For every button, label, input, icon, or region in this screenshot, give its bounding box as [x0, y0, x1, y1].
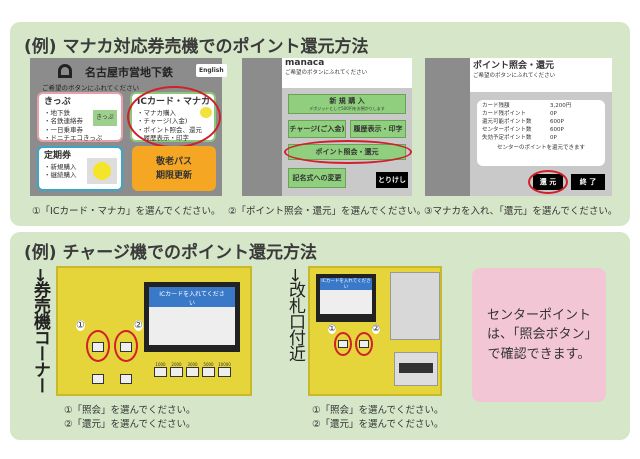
highlight-ring — [114, 330, 138, 362]
step-number: ② — [372, 324, 381, 334]
machine-screen: ICカードを入れてください — [316, 274, 376, 322]
highlight-ring — [86, 330, 110, 362]
teiki-title: 定期券 — [44, 151, 72, 161]
machine1-photo: ICカードを入れてください ① ② 1000 2000 3000 5000 10… — [56, 266, 252, 396]
label: 新 規 購 入 — [329, 97, 365, 105]
subway-logo — [58, 64, 72, 78]
screen-header: manaca ご希望のボタンにふれてください — [282, 58, 412, 88]
note-text: センターポイントは、「照会ボタン」で確認できます。 — [486, 307, 591, 362]
kippu-item: ・地下鉄 — [44, 108, 70, 117]
card-slot — [390, 272, 440, 340]
info-row: カード残ポイント 0P — [482, 111, 600, 119]
info-row: 還元可能ポイント数 600P — [482, 119, 600, 127]
amount-key[interactable]: 2000 — [170, 362, 183, 377]
key[interactable] — [120, 374, 132, 384]
machine1-location-label: →券売機コーナー — [30, 268, 50, 394]
step-number: ① — [76, 320, 85, 331]
row-label: カード残額 — [482, 103, 510, 109]
amount-keys: 1000 2000 3000 5000 10000 — [154, 362, 231, 377]
step-number: ② — [134, 320, 143, 331]
amount-key[interactable]: 1000 — [154, 362, 167, 377]
teiki-button[interactable]: 定期券 ・新規購入 ・継続購入 — [37, 146, 123, 191]
prompt: ご希望のボタンにふれてください — [42, 84, 140, 92]
row-label: カード残ポイント — [482, 110, 527, 117]
info-message: センターのポイントを還元できます — [496, 144, 585, 151]
kippu-item: ・一日乗車券 — [44, 125, 83, 134]
info-row: 失効予定ポイント数 0P — [482, 135, 600, 143]
row-value: 600P — [550, 118, 564, 125]
highlight-ring — [127, 86, 221, 148]
caption-2: ②「ポイント照会・還元」を選んでください。 — [228, 206, 427, 217]
card-icon — [87, 158, 117, 184]
kippu-title: きっぷ — [44, 97, 71, 107]
history-button[interactable]: 履歴表示・印字 — [350, 120, 406, 138]
row-value: 0P — [550, 110, 557, 117]
machine2-location-label: →改札口付近 — [285, 268, 305, 362]
kippu-item: ・ドニチエコきっぷ — [44, 134, 103, 142]
registered-button[interactable]: 記名式への変更 — [288, 168, 346, 188]
section-title: (例) マナカ対応券売機でのポイント還元方法 — [24, 37, 369, 57]
row-value: 0P — [550, 134, 557, 141]
row-label: 還元可能ポイント数 — [482, 118, 532, 125]
key[interactable] — [92, 374, 104, 384]
keiro-line: 期限更新 — [155, 171, 192, 182]
highlight-ring — [528, 170, 568, 194]
row-label: 失効予定ポイント数 — [482, 134, 532, 141]
keiro-pass-button[interactable]: 敬老パス 期限更新 — [132, 146, 216, 191]
caption-1: ①「ICカード・マナカ」を選んでください。 — [32, 206, 221, 217]
caption-3: ③マナカを入れ、「還元」を選んでください。 — [424, 206, 618, 217]
kippu-button[interactable]: きっぷ ・地下鉄 ・名鉄連絡券 ・一日乗車券 ・ドニチエコきっぷ きっぷ — [37, 92, 123, 142]
end-button[interactable]: 終 了 — [571, 174, 605, 190]
manaca-logo: manaca — [285, 58, 325, 68]
machine-screen: ICカードを入れてください — [144, 282, 240, 352]
screen-3: ポイント照会・還元 ご希望のボタンにふれてください カード残額 3,200円 カー… — [425, 58, 612, 196]
center-point-note: センターポイントは、「照会ボタン」で確認できます。 — [472, 268, 606, 402]
teiki-item: ・継続購入 — [44, 171, 77, 180]
amount-key[interactable]: 3000 — [186, 362, 199, 377]
note: デポジットとして500円をお預かりします — [309, 106, 385, 111]
new-purchase-button[interactable]: 新 規 購 入 デポジットとして500円をお預かりします — [288, 94, 406, 114]
kippu-item: ・名鉄連絡券 — [44, 117, 83, 126]
kippu-image: きっぷ — [93, 110, 117, 126]
operator-name: 名古屋市営地下鉄 — [85, 66, 173, 79]
prompt: ご希望のボタンにふれてください — [473, 73, 556, 79]
machine2-photo: ICカードを入れてください ① ② — [308, 266, 442, 396]
screen-message: ICカードを入れてください — [320, 278, 372, 290]
teiki-item: ・新規購入 — [44, 162, 77, 171]
row-value: 3,200円 — [550, 103, 572, 109]
amount-key[interactable]: 5000 — [202, 362, 215, 377]
screen-message: ICカードを入れてください — [149, 287, 235, 307]
screen-2: manaca ご希望のボタンにふれてください 新 規 購 入 デポジットとして5… — [242, 58, 412, 196]
machine2-caption: ②「還元」を選んでください。 — [312, 419, 444, 430]
prompt: ご希望のボタンにふれてください — [285, 70, 368, 76]
info-row: カード残額 3,200円 — [482, 103, 600, 111]
screen-1: 名古屋市営地下鉄 English ご希望のボタンにふれてください きっぷ ・地下… — [30, 58, 227, 196]
keiro-line: 敬老パス — [155, 157, 192, 167]
highlight-ring — [284, 140, 412, 164]
point-info-card: カード残額 3,200円 カード残ポイント 0P 還元可能ポイント数 600P センタ… — [477, 100, 605, 166]
highlight-ring — [355, 332, 373, 356]
charge-button[interactable]: チャージ(ご入金) — [288, 120, 346, 138]
machine2-caption: ①「照会」を選んでください。 — [312, 405, 444, 416]
amount-key[interactable]: 10000 — [218, 362, 231, 377]
screen-header: ポイント照会・還元 ご希望のボタンにふれてください — [470, 58, 612, 92]
english-button[interactable]: English — [196, 64, 227, 77]
section-title: (例) チャージ機でのポイント還元方法 — [24, 243, 317, 263]
cancel-button[interactable]: とりけし — [376, 172, 408, 188]
step-number: ① — [328, 324, 337, 334]
highlight-ring — [334, 332, 352, 356]
cash-slot — [394, 352, 438, 386]
row-label: センターポイント数 — [482, 126, 532, 133]
machine1-caption: ②「還元」を選んでください。 — [64, 419, 196, 430]
machine1-caption: ①「照会」を選んでください。 — [64, 405, 196, 416]
info-row: センターポイント数 600P — [482, 127, 600, 135]
row-value: 600P — [550, 126, 564, 133]
screen-title: ポイント照会・還元 — [473, 61, 555, 71]
